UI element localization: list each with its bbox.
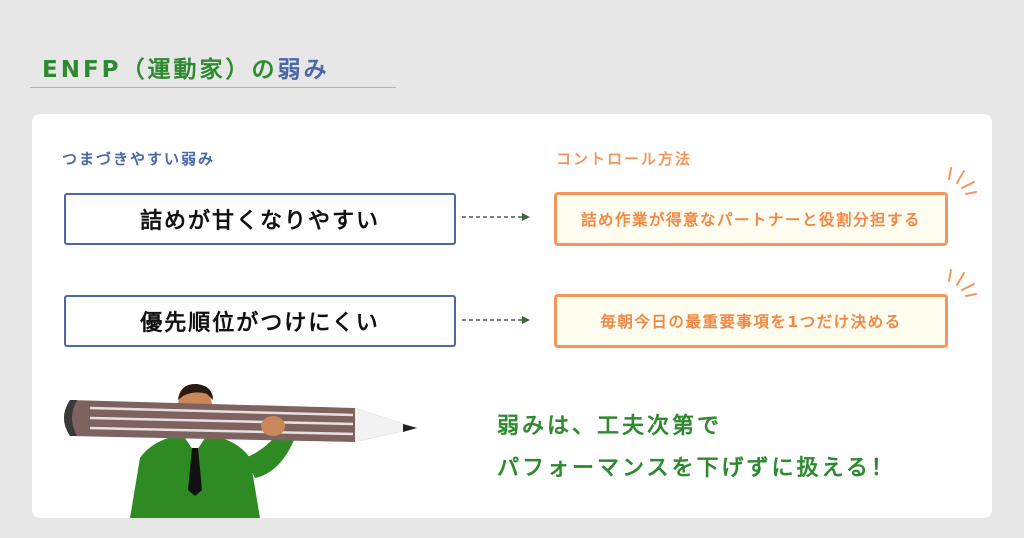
arrow-icon <box>462 213 530 221</box>
emphasis-lines-icon <box>948 167 977 195</box>
weakness-box: 優先順位がつけにくい <box>64 295 456 347</box>
weakness-column-label: つまづきやすい弱み <box>62 150 216 168</box>
message-line-2: パフォーマンスを下げずに扱える！ <box>497 456 896 481</box>
businessman-pencil-illustration <box>64 383 417 518</box>
weakness-box: 詰めが甘くなりやすい <box>64 193 456 245</box>
title-main: ENFP（運動家）の <box>42 57 278 83</box>
control-box: 毎朝今日の最重要事項を1つだけ決める <box>554 294 948 348</box>
control-column-label: コントロール方法 <box>556 150 693 168</box>
title-accent: 弱み <box>277 57 330 83</box>
control-box: 詰め作業が得意なパートナーと役割分担する <box>554 192 948 246</box>
page-title: ENFP（運動家）の弱み <box>42 50 330 84</box>
emphasis-lines-icon <box>948 269 977 297</box>
title-underline <box>30 87 396 88</box>
message-line-1: 弱みは、工夫次第で <box>497 414 723 439</box>
arrow-icon <box>462 316 530 324</box>
